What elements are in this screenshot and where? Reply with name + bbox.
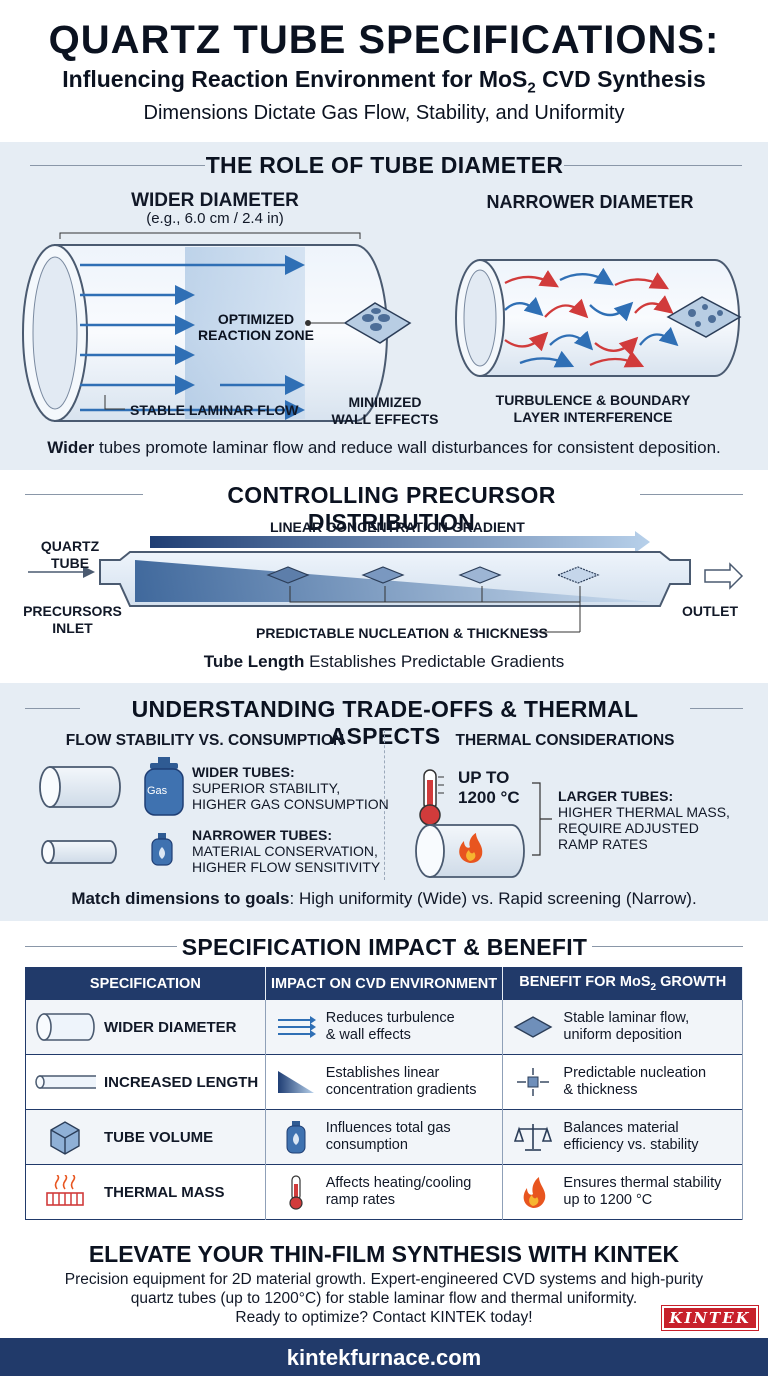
nucleation-label: PREDICTABLE NUCLEATION & THICKNESS <box>256 625 548 641</box>
gas-label: Gas <box>147 785 168 797</box>
divider <box>25 708 80 709</box>
substrate-icon <box>511 1014 555 1040</box>
page-title: QUARTZ TUBE SPECIFICATIONS: <box>48 18 720 62</box>
header-impact: IMPACT ON CVD ENVIRONMENT <box>265 967 504 1000</box>
nucleation-icon <box>511 1067 555 1097</box>
tube-long-icon <box>34 1072 96 1092</box>
precursor-caption: Tube Length Establishes Predictable Grad… <box>203 652 565 671</box>
heater-icon <box>34 1175 96 1209</box>
table-row: WIDER DIAMETER Reduces turbulence& wall … <box>25 999 743 1055</box>
footer-url-link[interactable]: kintekfurnace.com <box>286 1345 482 1370</box>
narrow-substrate-icon <box>666 296 742 338</box>
wide-tube <box>22 244 388 422</box>
column-divider <box>384 730 385 880</box>
narrower-tube-icon <box>41 840 117 864</box>
diameter-caption: Wider tubes promote laminar flow and red… <box>47 438 721 457</box>
diameter-title: THE ROLE OF TUBE DIAMETER <box>205 152 564 178</box>
header <box>0 0 768 142</box>
header-specification: SPECIFICATION <box>25 967 266 1000</box>
divider <box>690 708 743 709</box>
table-title: SPECIFICATION IMPACT & BENEFIT <box>181 934 588 960</box>
outlet-label: OUTLET <box>682 603 738 619</box>
wide-substrate-icon <box>343 302 412 344</box>
thermometer-icon <box>419 769 444 826</box>
gas-cylinder-icon <box>144 757 184 816</box>
tube-wide-icon <box>34 1010 96 1044</box>
wide-diameter-example: (e.g., 6.0 cm / 2.4 in) <box>146 210 284 227</box>
tradeoffs-caption: Match dimensions to goals: High uniformi… <box>71 889 697 908</box>
divider <box>30 165 205 166</box>
cta-title: ELEVATE YOUR THIN-FILM SYNTHESIS WITH KI… <box>88 1241 680 1267</box>
narrow-diameter-title: NARROWER DIAMETER <box>486 192 694 212</box>
divider <box>25 946 177 947</box>
wider-tube-icon <box>39 766 121 808</box>
laminar-flow-label: STABLE LAMINAR FLOW <box>130 402 299 418</box>
narrower-tubes-text: NARROWER TUBES:MATERIAL CONSERVATION,HIG… <box>192 827 381 875</box>
larger-tubes-text: LARGER TUBES:HIGHER THERMAL MASS,REQUIRE… <box>558 788 730 852</box>
wide-diameter-title: WIDER DIAMETER <box>131 190 299 211</box>
flow-stability-title: FLOW STABILITY VS. CONSUMPTION <box>65 732 345 749</box>
table-header-row: SPECIFICATION IMPACT ON CVD ENVIRONMENT … <box>25 967 743 1000</box>
precursor-title: CONTROLLING PRECURSOR DISTRIBUTION <box>227 482 556 535</box>
tradeoffs-title: UNDERSTANDING TRADE-OFFS & THERMAL ASPEC… <box>131 696 639 749</box>
cta-body: Precision equipment for 2D material grow… <box>64 1271 704 1326</box>
flame-icon <box>459 833 483 863</box>
divider <box>25 494 143 495</box>
tradeoffs-illustration <box>39 757 552 878</box>
kintek-logo: KINTEK <box>661 1305 759 1331</box>
balance-scale-icon <box>511 1121 555 1153</box>
thermometer-small-icon <box>274 1174 318 1210</box>
flame-small-icon <box>511 1175 555 1209</box>
gradient-label: LINEAR CONCENTRATION GRADIENT <box>270 519 525 535</box>
thermal-title: THERMAL CONSIDERATIONS <box>455 732 675 749</box>
precursor-illustration <box>28 531 744 633</box>
divider <box>564 165 742 166</box>
flow-arrows-icon <box>274 1015 318 1039</box>
wider-tubes-text: WIDER TUBES:SUPERIOR STABILITY,HIGHER GA… <box>192 764 389 812</box>
page-tagline: Dimensions Dictate Gas Flow, Stability, … <box>143 102 625 124</box>
spec-table: SPECIFICATION IMPACT ON CVD ENVIRONMENT … <box>25 967 743 1220</box>
header-benefit: BENEFIT FOR MoS2 GROWTH <box>502 967 743 1000</box>
footer <box>0 1338 768 1376</box>
cube-icon <box>34 1118 96 1156</box>
gas-cylinder-small-icon <box>274 1120 318 1154</box>
diameter-illustration <box>22 232 742 422</box>
small-gas-cylinder-icon <box>151 833 173 866</box>
narrow-tube <box>455 259 740 377</box>
divider <box>592 946 743 947</box>
gradient-wedge-icon <box>274 1069 318 1095</box>
page-subtitle: Influencing Reaction Environment for MoS… <box>62 66 706 97</box>
divider <box>640 494 743 495</box>
